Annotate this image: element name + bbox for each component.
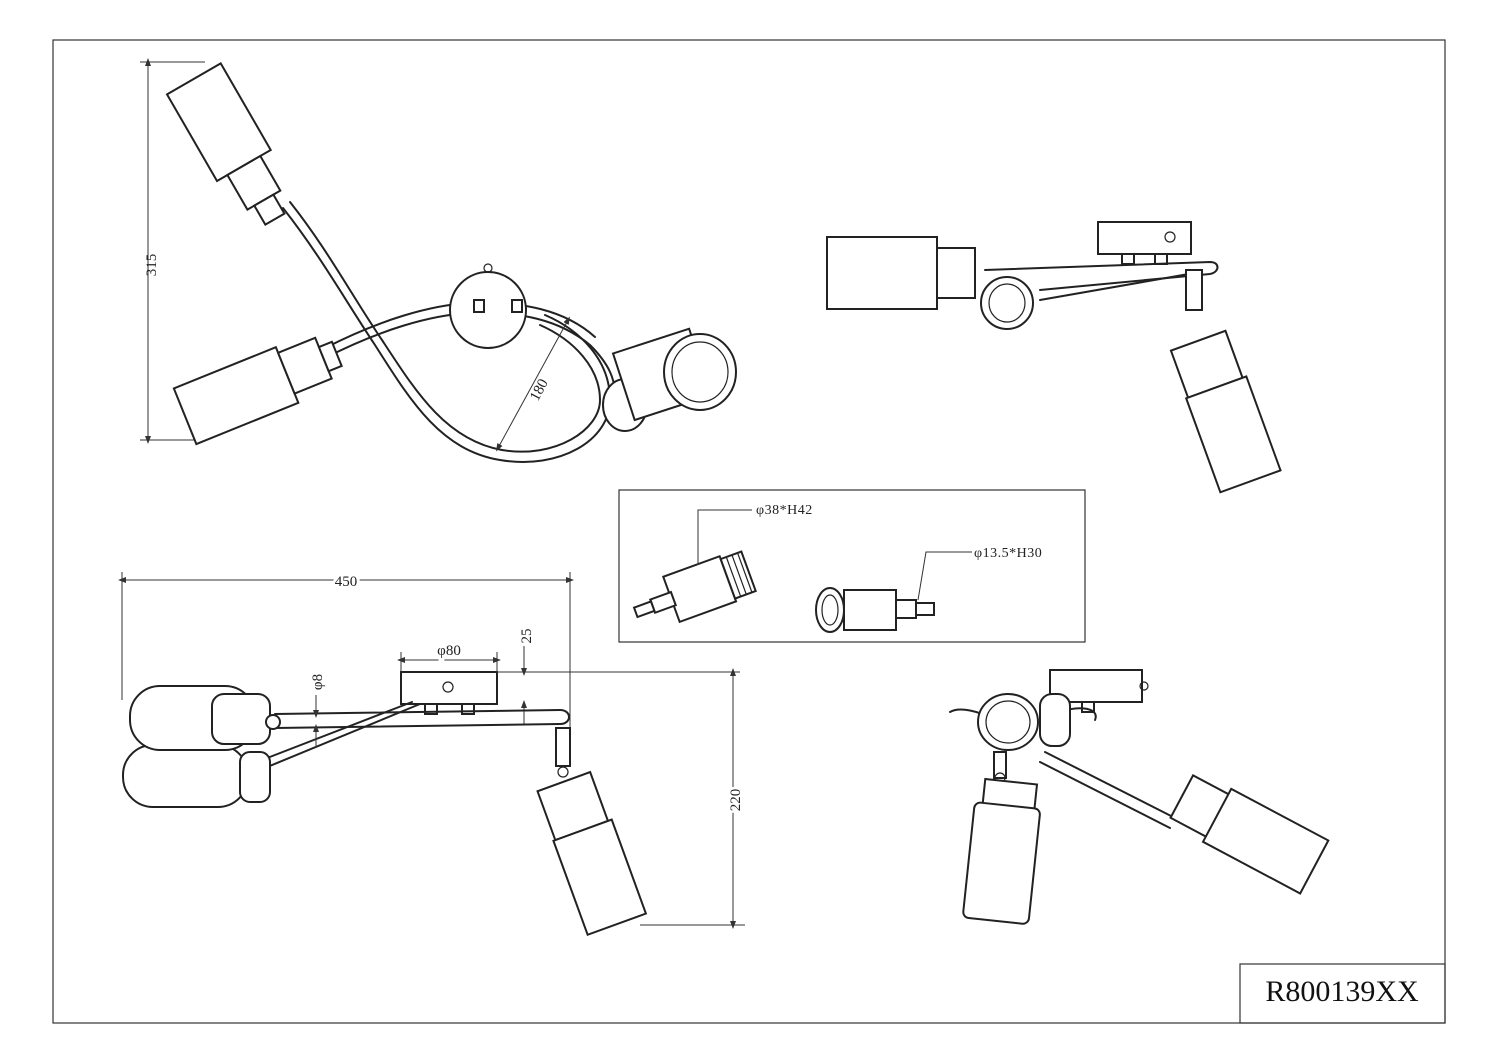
plan-view: 315 180: [140, 58, 737, 463]
dim-base-height: 25: [519, 629, 535, 644]
model-code: R800139XX: [1265, 975, 1419, 1008]
dim-width-450: 450: [335, 574, 358, 590]
perspective-view-bottom-right: [949, 669, 1330, 925]
title-block: [1239, 963, 1446, 1024]
dim-total-height: 220: [728, 789, 744, 812]
drawing-frame: [52, 39, 1446, 1024]
perspective-view-top-right: [826, 221, 1282, 494]
dim-rod-diameter: φ8: [310, 674, 326, 690]
dim-base-diameter: φ80: [437, 643, 461, 659]
dim-height-315: 315: [144, 254, 160, 277]
right-shade: [602, 327, 737, 432]
callout-holder-small: φ13.5*H30: [974, 546, 1042, 561]
dim-arm-180: 180: [527, 376, 552, 403]
detail-box: φ38*H42 φ13.5*H30: [618, 489, 1086, 643]
front-view: 450 φ80 25 φ8 220: [118, 571, 747, 937]
callout-holder-large: φ38*H42: [756, 503, 813, 518]
